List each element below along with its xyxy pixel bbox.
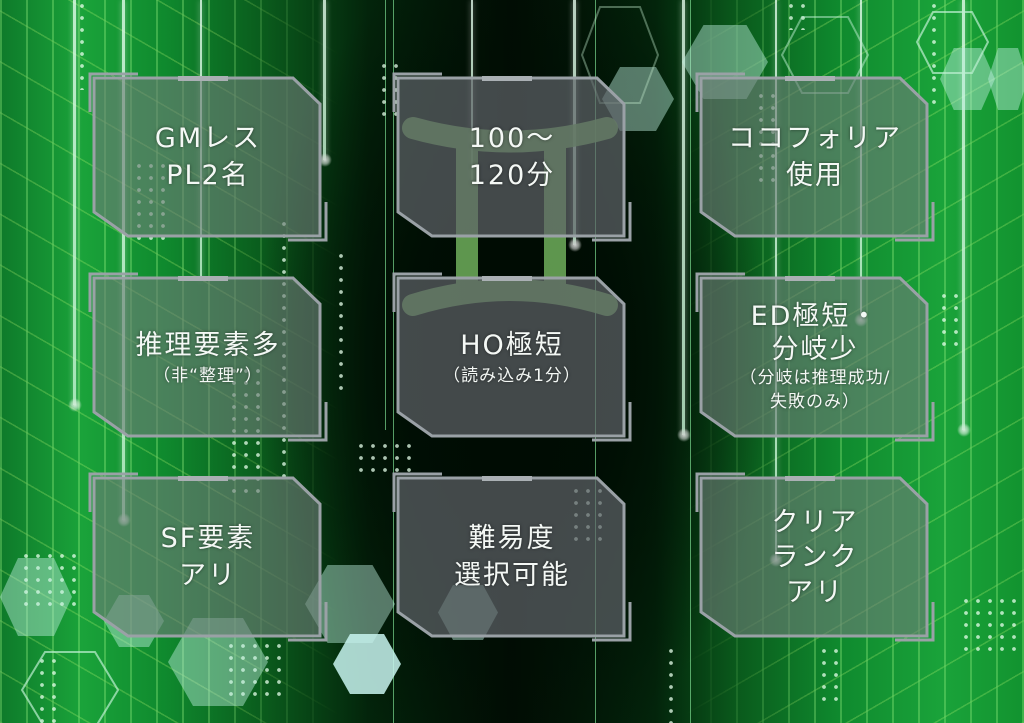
panel-line: クリア <box>771 506 859 538</box>
dot-pattern <box>928 0 940 110</box>
hexagon-outline <box>915 11 990 74</box>
info-panel-difficulty: 難易度 選択可能 <box>392 472 632 642</box>
hexagon-shape <box>333 634 401 694</box>
panel-frame <box>695 472 935 642</box>
dot-pattern <box>20 550 80 610</box>
dot-pattern <box>960 595 1020 655</box>
panel-subline: （分岐は推理成功/ <box>739 368 891 388</box>
panel-line: 推理要素多 <box>135 329 281 361</box>
dot-pattern <box>665 645 677 723</box>
panel-line: アリ <box>786 576 844 608</box>
panel-text: ココフォリア 使用 <box>695 72 935 242</box>
dot-pattern <box>938 290 962 350</box>
panel-text: 難易度 選択可能 <box>392 472 632 642</box>
hexagon-outline <box>20 651 120 723</box>
dot-pattern <box>355 440 415 476</box>
hexagon-outline <box>580 6 660 104</box>
thin-line <box>385 0 386 430</box>
panel-subline: （非“整理”） <box>153 365 263 386</box>
panel-line: 分岐少 <box>771 334 859 365</box>
info-panel-deduction: 推理要素多 （非“整理”） <box>88 272 328 442</box>
light-beam <box>67 0 82 412</box>
panel-line: 100〜 <box>468 123 556 154</box>
info-panel-tool: ココフォリア 使用 <box>695 72 935 242</box>
panel-line: ランク <box>771 541 859 573</box>
panel-frame <box>695 72 935 242</box>
dot-pattern <box>76 0 88 90</box>
dot-pattern <box>225 640 285 700</box>
panel-frame <box>88 72 328 242</box>
panel-frame <box>88 272 328 442</box>
panel-text: HO極短 （読み込み1分） <box>392 272 632 442</box>
panel-frame <box>88 472 328 642</box>
panel-line: 難易度 <box>468 523 556 554</box>
light-beam <box>956 0 971 437</box>
panel-line: 選択可能 <box>454 560 570 591</box>
panel-text: ED極短・ 分岐少 （分岐は推理成功/ 失敗のみ） <box>695 272 935 442</box>
panel-line: ココフォリア <box>728 123 902 154</box>
light-beam <box>676 0 691 442</box>
panel-text: SF要素 アリ <box>88 472 328 642</box>
dot-pattern <box>818 645 842 705</box>
panel-line: 120分 <box>468 160 556 191</box>
panel-subline: （読み込み1分） <box>443 365 581 386</box>
panel-line: HO極短 <box>460 329 564 361</box>
thin-line <box>393 0 394 723</box>
hexagon-shape <box>940 48 995 110</box>
panel-line: PL2名 <box>166 160 250 191</box>
thin-line <box>690 0 691 723</box>
panel-subline: 失敗のみ） <box>770 392 860 412</box>
info-panel-ending: ED極短・ 分岐少 （分岐は推理成功/ 失敗のみ） <box>695 272 935 442</box>
info-panel-handout: HO極短 （読み込み1分） <box>392 272 632 442</box>
hexagon-shape <box>0 558 72 636</box>
panel-line: ED極短・ <box>750 301 880 332</box>
info-panel-scifi: SF要素 アリ <box>88 472 328 642</box>
panel-line: SF要素 <box>160 523 256 554</box>
info-panel-clear-rank: クリア ランク アリ <box>695 472 935 642</box>
panel-text: 100〜 120分 <box>392 72 632 242</box>
dot-pattern <box>335 250 347 390</box>
dot-pattern <box>36 655 60 723</box>
panel-frame <box>392 272 632 442</box>
panel-line: GMレス <box>154 123 262 154</box>
panel-frame <box>392 72 632 242</box>
info-panel-players: GMレス PL2名 <box>88 72 328 242</box>
panel-frame <box>392 472 632 642</box>
panel-frame <box>695 272 935 442</box>
panel-line: 使用 <box>786 160 844 191</box>
info-panel-duration: 100〜 120分 <box>392 72 632 242</box>
panel-text: クリア ランク アリ <box>695 472 935 642</box>
panel-text: GMレス PL2名 <box>88 72 328 242</box>
panel-text: 推理要素多 （非“整理”） <box>88 272 328 442</box>
panel-line: アリ <box>179 560 237 591</box>
